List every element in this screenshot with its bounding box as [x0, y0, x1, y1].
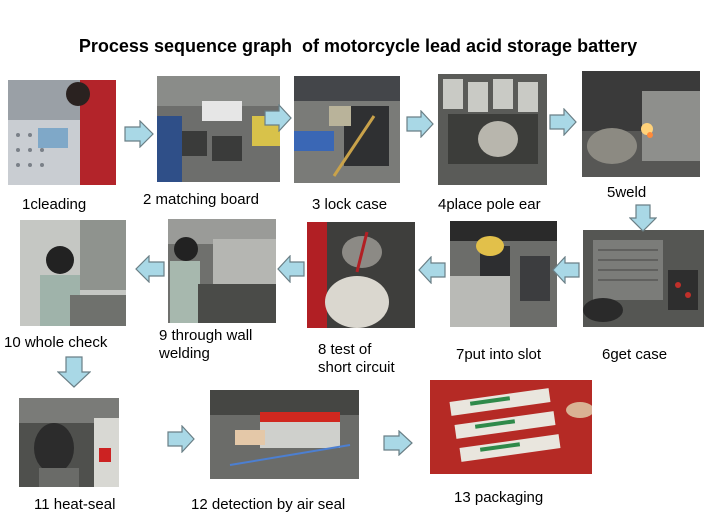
step-5-label: 5weld	[607, 184, 647, 201]
step-9-photo	[168, 219, 276, 323]
step-13-label: 13 packaging	[454, 489, 544, 506]
step-11-photo	[19, 398, 119, 487]
step-7-label: 7put into slot	[456, 346, 542, 363]
step-10-label: 10 whole check	[4, 334, 108, 351]
step-2-label: 2 matching board	[143, 191, 259, 208]
step-9-label: 9 through wall welding	[159, 327, 253, 362]
step-1-label: 1cleading	[22, 196, 87, 213]
step-12-photo	[210, 390, 359, 479]
step-2-photo	[157, 76, 280, 182]
step-8-photo	[307, 222, 415, 328]
arrow-down-icon	[57, 356, 91, 388]
step-5-photo	[582, 71, 700, 177]
step-1-photo	[8, 80, 116, 185]
arrow-right-icon	[549, 108, 577, 136]
step-8-label: 8 test of short circuit	[318, 341, 395, 376]
step-7-photo	[450, 221, 557, 327]
arrow-right-icon	[124, 120, 154, 148]
step-6-label: 6get case	[602, 346, 668, 363]
step-12-label: 12 detection by air seal	[191, 496, 346, 513]
step-4-label: 4place pole ear	[438, 196, 541, 213]
arrow-right-icon	[264, 104, 292, 132]
arrow-left-icon	[418, 256, 446, 284]
arrow-right-icon	[167, 425, 195, 453]
arrow-right-icon	[383, 430, 413, 456]
step-13-photo	[430, 380, 592, 474]
step-10-photo	[20, 220, 126, 326]
arrow-left-icon	[552, 256, 580, 284]
arrow-down-icon	[629, 204, 657, 232]
step-4-photo	[438, 74, 547, 185]
step-3-photo	[294, 76, 400, 183]
arrow-left-icon	[135, 255, 165, 283]
step-6-photo	[583, 230, 704, 327]
page-title: Process sequence graph of motorcycle lea…	[78, 36, 638, 56]
arrow-left-icon	[277, 255, 305, 283]
step-11-label: 11 heat-seal	[34, 496, 116, 513]
arrow-right-icon	[406, 110, 434, 138]
step-3-label: 3 lock case	[312, 196, 388, 213]
